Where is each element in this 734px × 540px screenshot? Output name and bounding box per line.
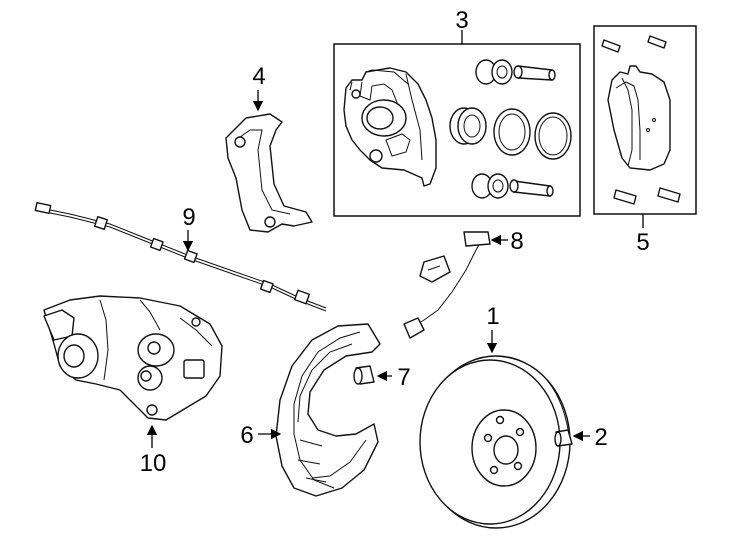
parking-brake-motor bbox=[43, 295, 223, 421]
caliper-kit-box bbox=[333, 30, 581, 217]
callout-2-label: 2 bbox=[594, 424, 607, 451]
callout-8-label: 8 bbox=[510, 228, 523, 255]
caliper-guide-pin-lower bbox=[509, 179, 554, 197]
pad-kit-box bbox=[593, 25, 697, 228]
pad-clip-tl bbox=[601, 39, 621, 53]
callout-1-label: 1 bbox=[486, 303, 499, 330]
caliper-piston bbox=[449, 107, 487, 145]
piston-o-ring bbox=[534, 112, 572, 160]
splash-shield bbox=[275, 323, 381, 497]
abs-sensor-wire bbox=[34, 201, 327, 312]
callout-10-label: 10 bbox=[140, 450, 167, 477]
callout-5-label: 5 bbox=[636, 229, 649, 256]
callout-9-label: 9 bbox=[182, 204, 195, 231]
pad-clip-tr bbox=[647, 35, 667, 49]
callout-3-label: 3 bbox=[455, 7, 468, 34]
caliper-bracket bbox=[225, 113, 313, 233]
callout-6-label: 6 bbox=[240, 422, 253, 449]
callout-4-label: 4 bbox=[252, 63, 265, 90]
brake-pad bbox=[607, 65, 671, 171]
caliper-pin-boot-upper bbox=[475, 59, 513, 85]
pad-clip-br bbox=[657, 187, 681, 203]
caliper-pin-boot-lower bbox=[471, 173, 509, 199]
shield-bolt bbox=[353, 365, 375, 385]
callout-7-label: 7 bbox=[397, 364, 410, 391]
pad-clip-bl bbox=[613, 189, 637, 205]
brake-rotor bbox=[419, 355, 571, 529]
wear-sensor bbox=[403, 231, 491, 339]
caliper-housing bbox=[343, 67, 437, 187]
rotor-screw bbox=[554, 429, 573, 447]
piston-boot-seal bbox=[493, 108, 531, 156]
caliper-guide-pin-upper bbox=[513, 65, 556, 81]
